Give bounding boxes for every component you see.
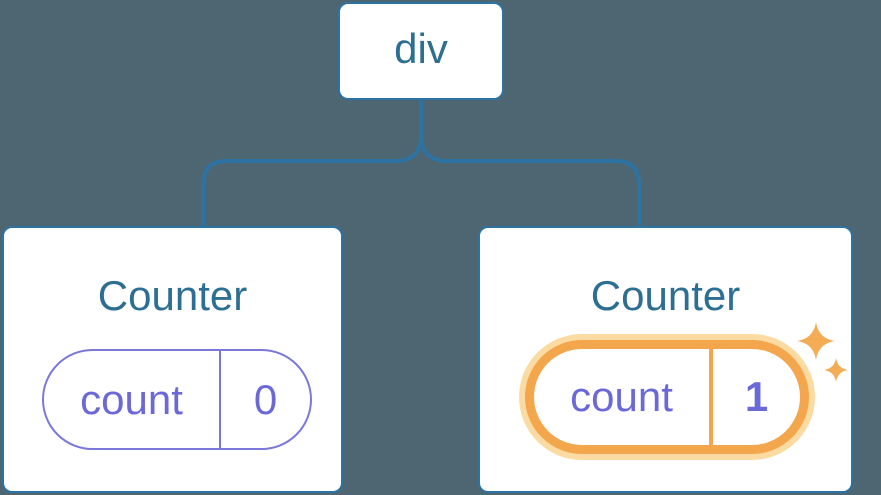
root-node-label: div <box>394 25 448 72</box>
counter-node-right: Counter count 1 <box>478 226 853 493</box>
state-pill: count 0 <box>42 349 312 450</box>
connector-left-branch <box>201 100 423 228</box>
state-pill-divider <box>219 351 221 448</box>
state-key-label: count <box>80 375 183 423</box>
state-value-label: 1 <box>744 373 769 420</box>
sparkle-icon <box>797 322 848 382</box>
state-value-label: 0 <box>253 375 278 423</box>
state-pill-divider <box>709 349 713 445</box>
state-pill-highlighted: count 1 <box>525 340 809 454</box>
counter-title: Counter <box>97 272 248 319</box>
counter-node-left: Counter count 0 <box>2 226 343 493</box>
state-key-label: count <box>570 373 673 420</box>
sparkle-icon-large <box>797 322 835 360</box>
root-node-div: div <box>338 2 504 100</box>
counter-title: Counter <box>590 272 741 319</box>
sparkle-icon-small <box>824 358 848 382</box>
connector-right-branch <box>419 100 641 228</box>
